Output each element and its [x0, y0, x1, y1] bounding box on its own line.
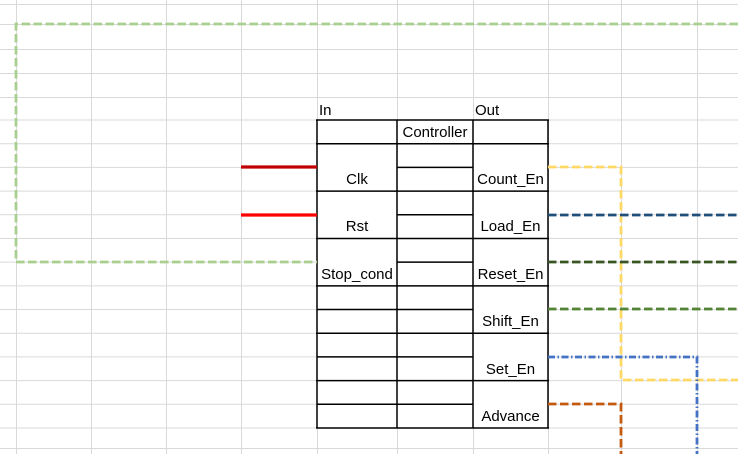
cell-output-advance[interactable]: Advance [473, 381, 548, 428]
cell-output-shift-en[interactable]: Shift_En [473, 286, 548, 333]
cell-output-reset-en[interactable]: Reset_En [473, 238, 548, 285]
cell-block-title[interactable]: Controller [397, 120, 473, 144]
advance-wire[interactable] [548, 402, 623, 454]
cell-output-reset-en-label: Reset_En [477, 265, 544, 283]
cell-output-count-en-label: Count_En [477, 171, 544, 189]
cell-output-shift-en-label: Shift_En [482, 313, 539, 331]
cell-middle-empty[interactable] [397, 357, 473, 381]
cell-middle-empty[interactable] [397, 238, 473, 262]
cell-middle-empty[interactable] [397, 333, 473, 357]
cell-input-clk[interactable]: Clk [317, 144, 397, 191]
cell-middle-empty[interactable] [397, 404, 473, 428]
set-en-wire[interactable] [548, 355, 699, 454]
cell-input-rst-label: Rst [345, 218, 369, 236]
cell-input-clk-label: Clk [346, 171, 368, 189]
cell-middle-empty[interactable] [397, 262, 473, 286]
cell-output-advance-label: Advance [481, 407, 540, 425]
cell-out-top-empty[interactable] [473, 120, 548, 144]
cell-output-load-en-label: Load_En [480, 218, 541, 236]
cell-block-title-label: Controller [402, 123, 468, 141]
cell-middle-empty[interactable] [397, 215, 473, 239]
cell-in-top-empty[interactable] [317, 120, 397, 144]
cell-output-set-en-label: Set_En [485, 360, 536, 378]
cell-in-empty[interactable] [317, 310, 397, 334]
cell-middle-empty[interactable] [397, 144, 473, 168]
count-en-wire[interactable] [548, 165, 738, 382]
cell-input-stop-cond-label: Stop_cond [321, 265, 393, 283]
wires-layer [14, 22, 738, 454]
cell-middle-empty[interactable] [397, 286, 473, 310]
cell-in-empty[interactable] [317, 357, 397, 381]
cell-input-stop-cond[interactable]: Stop_cond [317, 238, 397, 285]
cell-in-empty[interactable] [317, 404, 397, 428]
cell-output-load-en[interactable]: Load_En [473, 191, 548, 238]
cell-in-empty[interactable] [317, 333, 397, 357]
cell-in-empty[interactable] [317, 286, 397, 310]
block-table-background [317, 120, 548, 428]
cell-middle-empty[interactable] [397, 167, 473, 191]
in-header-label: In [319, 102, 332, 119]
block-table-borders [316, 119, 549, 429]
cell-output-count-en[interactable]: Count_En [473, 144, 548, 191]
out-header-label: Out [475, 102, 500, 119]
cell-middle-empty[interactable] [397, 310, 473, 334]
cell-in-empty[interactable] [317, 381, 397, 405]
stop-cond-wire[interactable] [14, 22, 738, 264]
cell-middle-empty[interactable] [397, 191, 473, 215]
cell-output-set-en[interactable]: Set_En [473, 333, 548, 380]
cell-input-rst[interactable]: Rst [317, 191, 397, 238]
cell-middle-empty[interactable] [397, 381, 473, 405]
